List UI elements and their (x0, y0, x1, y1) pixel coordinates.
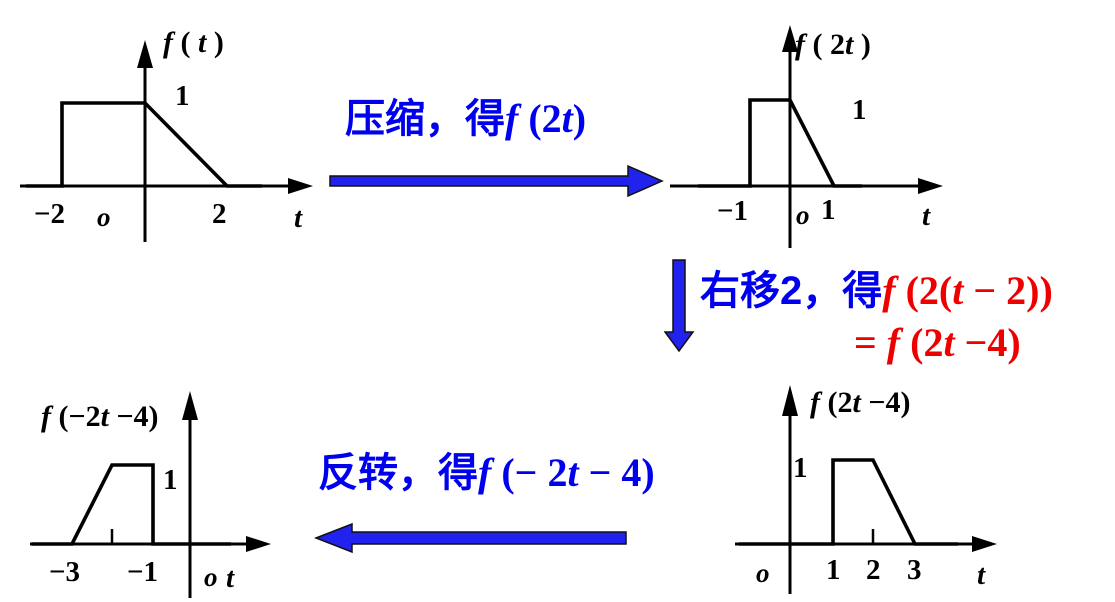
x-tick-label: 1 (821, 194, 836, 226)
y-axis-arrowhead-icon (137, 40, 153, 68)
x-tick-label: 3 (907, 554, 922, 586)
plot-f-of-2t-graph (670, 25, 943, 248)
origin-label: o (796, 200, 810, 230)
plot-title: f ( t ) (163, 26, 224, 59)
peak-value-label: 1 (793, 452, 808, 484)
x-tick-label: −1 (127, 556, 159, 588)
origin-label: o (756, 558, 770, 588)
x-axis-variable: t (226, 562, 235, 594)
x-tick-label: −2 (34, 198, 66, 230)
plot-f-of-2t-minus4-graph (735, 385, 997, 594)
compress-step-formula: f (2t) (505, 96, 587, 141)
signal-curve (32, 463, 231, 546)
plot-f-of-t-graph (20, 40, 313, 242)
plot-f-of-neg2t-minus4-graph (30, 391, 271, 598)
x-tick-label: −1 (717, 195, 749, 227)
y-axis-arrowhead-icon (782, 25, 798, 52)
compress-arrow-right-icon (328, 162, 668, 205)
signal-curve (739, 458, 958, 546)
plot-f-of-2t-minus4: f (2t −4) 1 o 1 2 3 t (725, 380, 1017, 602)
y-axis-arrowhead-icon (782, 385, 798, 416)
x-axis-arrowhead-icon (288, 178, 313, 194)
y-axis-arrowhead-icon (182, 391, 198, 420)
reverse-arrow-left-icon (313, 522, 630, 559)
x-axis-variable: t (294, 202, 303, 234)
reverse-step-text: 反转，得 (318, 451, 478, 495)
x-axis-variable: t (922, 200, 931, 232)
x-tick-label: 1 (826, 554, 841, 586)
shift-step-formula: f (2(t − 2)) (882, 268, 1053, 313)
plot-title: f ( 2t ) (795, 28, 871, 61)
x-axis-variable: t (977, 559, 986, 591)
shift-step-text: 右移2，得 (700, 269, 883, 313)
shift-step-formula-line2: = f (2t −4) (854, 320, 1021, 365)
signal-curve (698, 98, 862, 188)
signal-curve (26, 101, 262, 188)
peak-value-label: 1 (852, 94, 867, 126)
x-axis-arrowhead-icon (972, 536, 997, 552)
shift-arrow-down-icon (663, 258, 696, 361)
x-tick-label: 2 (866, 554, 881, 586)
reverse-step-label: 反转，得f (− 2t − 4) (318, 450, 655, 496)
shift-step-label: 右移2，得f (2(t − 2)) = f (2t −4) (700, 268, 1053, 366)
plot-f-of-neg2t-minus4: f (−2t −4) 1 −3 −1 o t (15, 388, 285, 602)
peak-value-label: 1 (175, 80, 190, 112)
x-tick-label: 2 (212, 198, 227, 230)
plot-f-of-t: f ( t ) 1 −2 o 2 t (0, 20, 320, 255)
reverse-step-formula: f (− 2t − 4) (478, 450, 655, 495)
compress-step-text: 压缩，得 (345, 97, 505, 141)
compress-step-label: 压缩，得f (2t) (345, 96, 586, 142)
plot-title: f (2t −4) (810, 386, 911, 419)
plot-f-of-2t: f ( 2t ) 1 −1 o 1 t (670, 20, 965, 255)
x-tick-label: −3 (49, 556, 81, 588)
origin-label: o (204, 562, 218, 592)
plot-title: f (−2t −4) (41, 400, 159, 433)
origin-label: o (97, 202, 111, 232)
x-axis-arrowhead-icon (246, 536, 271, 552)
peak-value-label: 1 (163, 464, 178, 496)
x-axis-arrowhead-icon (918, 178, 943, 194)
